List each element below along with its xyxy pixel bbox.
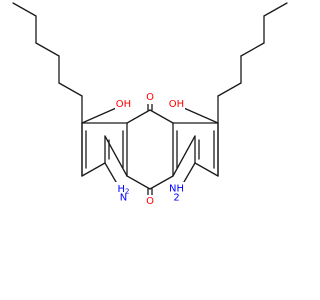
single-bond-a2-r2	[149, 175, 174, 190]
oxo-bottom-atom: O	[144, 195, 156, 208]
hydroxyl-left-label: OH	[116, 99, 131, 110]
oxo-top-atom: O	[144, 91, 156, 104]
oxo-bottom-label: O	[146, 196, 154, 207]
hydroxyl-right-atom: OH	[169, 98, 185, 111]
hydroxyl-left-atom: OH	[115, 98, 131, 111]
single-bond-rh3-rh4	[240, 42, 265, 57]
amino-right-nitrogen-label: NH	[169, 184, 184, 195]
amino-left-nitrogen-label: N	[120, 193, 127, 204]
amino-right-atom: NH 2	[168, 182, 186, 204]
molecule-structure-diagram: O O OH OH H2 N NH 2	[12, 2, 288, 208]
single-bond-lh3-lh4	[35, 42, 60, 57]
amino-left-label: H2	[118, 184, 130, 196]
single-bond-rh1-rh2	[217, 82, 242, 97]
single-bond-lh1-lh2	[58, 82, 83, 97]
atom-labels: O O OH OH H2 N NH 2	[114, 91, 186, 208]
hydroxyl-right-label: OH	[169, 99, 184, 110]
single-bond-l3-l2	[104, 135, 128, 177]
single-bond-lh5-lh6	[12, 2, 37, 17]
amino-left-atom: H2 N	[114, 182, 132, 204]
single-bond-r5-r4	[194, 162, 219, 177]
single-bond-a2-l2	[126, 175, 151, 190]
single-bond-r3-r2	[172, 135, 196, 177]
oxo-top-label: O	[146, 92, 154, 103]
single-bond-rh5-rh6	[263, 2, 288, 17]
single-bond-a1-r1	[149, 109, 174, 124]
single-bond-l5-l4	[81, 162, 106, 177]
single-bond-a1-l1	[126, 109, 151, 124]
amino-right-subscript-label: 2	[173, 193, 179, 204]
